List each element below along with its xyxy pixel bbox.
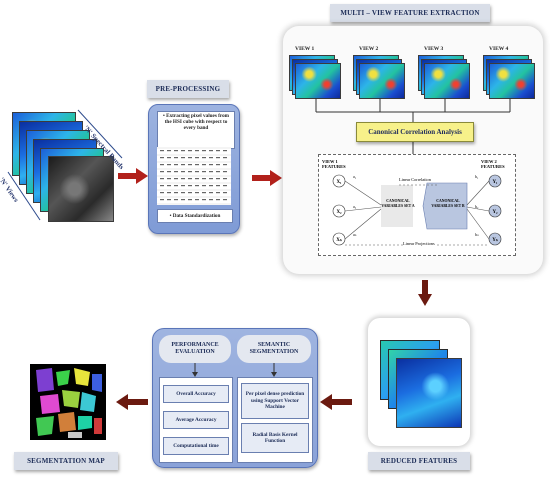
preprocessing-bullet-box: • Extracting pixel values from the HSI c…: [157, 111, 235, 149]
view-label: VIEW 4: [489, 46, 509, 52]
weight-a-label: a₁: [353, 174, 357, 179]
canonical-set-a: CANONICAL VARIABLES SET A: [381, 199, 415, 208]
weight-b-label: b₂: [475, 204, 479, 209]
view-image: [489, 63, 535, 99]
semantic-title: SEMANTIC SEGMENTATION: [237, 335, 311, 363]
x-label: X₁: [336, 180, 342, 185]
arrow-right-icon: [252, 170, 282, 186]
arrow-left-icon: [116, 394, 148, 410]
segmentation-map-title: SEGMENTATION MAP: [14, 452, 118, 470]
x-node: [332, 204, 346, 218]
bullet-standardization: Data Standardization: [172, 213, 221, 219]
segmentation-map: [30, 364, 106, 440]
cca-diagram: X₁ X₂ Xₙ Y₁ Y₂ Yₙ a₁ a₂ aₙ b₁ b₂ bₙ VIEW 1 FEATURES…: [318, 154, 516, 256]
bullet-icon: •: [163, 113, 167, 119]
input-hsi-stack: [12, 112, 114, 232]
y-label: Y₂: [492, 210, 498, 215]
view1-features-label: VIEW 1 FEATURES: [322, 159, 346, 169]
y-node: [488, 174, 502, 188]
view2-features-label: VIEW 2 FEATURES: [481, 159, 505, 169]
semantic-title-text: SEMANTIC SEGMENTATION: [249, 342, 299, 355]
weight-a-label: aₙ: [353, 232, 357, 237]
x-node: [332, 232, 346, 246]
performance-title-text: PERFORMANCE EVALUATION: [171, 342, 219, 355]
canonical-set-b: CANONICAL VARIABLES SET B: [431, 199, 465, 208]
view-label: VIEW 1: [295, 46, 315, 52]
preprocessing-title: PRE-PROCESSING: [147, 80, 229, 98]
multiview-connectors: [315, 98, 511, 154]
metric-item: Overall Accuracy: [163, 385, 229, 403]
linear-projections-label: Linear Projections: [403, 241, 435, 246]
x-node: [332, 174, 346, 188]
segmentation-item: Per pixel dense prediction using Support…: [241, 383, 309, 419]
cca-label: Canonical Correlation Analysis: [368, 128, 462, 136]
y-label: Yₙ: [492, 238, 498, 243]
view-image: [359, 63, 405, 99]
arrow-right-icon: [118, 168, 148, 184]
arrow-left-icon: [320, 394, 352, 410]
reduced-features-panel: [368, 318, 470, 446]
reduced-layer: [396, 358, 462, 428]
multiview-title: MULTI – VIEW FEATURE EXTRACTION: [330, 4, 490, 22]
linear-correlation-label: Linear Correlation: [399, 177, 431, 182]
metric-item: Average Accuracy: [163, 411, 229, 429]
arrow-down-icon: [418, 280, 432, 306]
performance-title: PERFORMANCE EVALUATION: [159, 335, 231, 363]
view-image: [295, 63, 341, 99]
x-label: Xₙ: [336, 238, 342, 243]
y-node: [488, 232, 502, 246]
bullet-extracting-pixels: Extracting pixel values from the HSI cub…: [164, 113, 229, 131]
metric-item: Computational time: [163, 437, 229, 455]
reduced-features-title: REDUCED FEATURES: [368, 452, 470, 470]
eval-down-arrows: [192, 363, 277, 377]
hsi-grayscale-layer: [48, 156, 114, 222]
view-label: VIEW 3: [424, 46, 444, 52]
view-image: [424, 63, 470, 99]
cca-box: Canonical Correlation Analysis: [356, 122, 474, 142]
cca-diagram-svg: X₁ X₂ Xₙ Y₁ Y₂ Yₙ a₁ a₂ aₙ b₁ b₂ bₙ: [332, 174, 502, 246]
bullet-icon: •: [169, 213, 173, 219]
pixel-table: [157, 147, 231, 205]
weight-b-label: bₙ: [475, 232, 479, 237]
y-node: [488, 204, 502, 218]
weight-b-label: b₁: [475, 174, 479, 179]
standardization-box: • Data Standardization: [157, 209, 233, 223]
input-direction-lines: [7, 109, 123, 221]
y-label: Y₁: [492, 180, 498, 185]
evaluation-panel: PERFORMANCE EVALUATION SEMANTIC SEGMENTA…: [152, 328, 318, 468]
weight-a-label: a₂: [353, 204, 357, 209]
x-label: X₂: [336, 210, 342, 215]
view-label: VIEW 2: [359, 46, 379, 52]
preprocessing-panel: • Extracting pixel values from the HSI c…: [148, 104, 240, 234]
segmentation-item: Radial Basis Kernel Function: [241, 423, 309, 453]
